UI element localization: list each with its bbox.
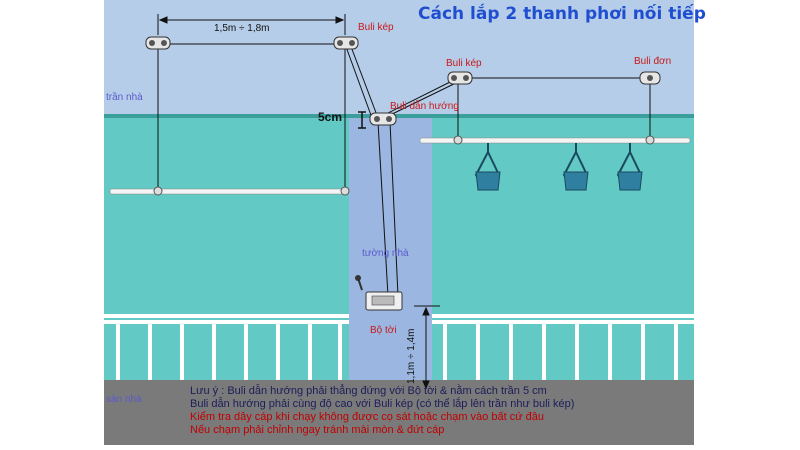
five-cm-marker [358, 111, 366, 129]
note-line-2: Buli dẫn hướng phải cùng độ cao với Buli… [190, 398, 575, 410]
bo-toi-label: Bộ tời [370, 325, 397, 336]
floor-area [104, 380, 694, 445]
buli-kep-right-label: Buli kép [446, 58, 482, 69]
left-balcony [104, 313, 349, 390]
right-railing [432, 314, 694, 380]
pulley-icon [447, 71, 473, 85]
cables [157, 43, 651, 297]
tran-nha-label: trần nhà [106, 92, 143, 103]
height-dimension [414, 305, 440, 390]
span-label: 1,5m ÷ 1,8m [214, 23, 270, 34]
pulley-icon [145, 36, 171, 50]
hanger-icon [616, 143, 643, 191]
buli-don-label: Buli đơn [634, 56, 672, 67]
right-balcony [432, 313, 694, 390]
winch-icon [355, 275, 403, 311]
hanger-icon [474, 143, 501, 191]
left-drying-bar [109, 186, 350, 196]
central-wall [349, 118, 432, 390]
pulley-icon [639, 71, 661, 85]
left-room-wall [104, 118, 349, 313]
buli-kep-left-label: Buli kép [358, 22, 394, 33]
left-railing [104, 314, 349, 380]
note-line-4: Nếu chạm phải chỉnh ngay tránh mài mòn &… [190, 424, 445, 436]
span-dimension [157, 14, 346, 35]
hanger-icon [562, 143, 589, 191]
buli-dan-huong-label: Buli dẫn hướng [390, 101, 459, 112]
note-line-3: Kiểm tra dây cáp khi chạy không được cọ … [190, 411, 544, 423]
diagram-title: Cách lắp 2 thanh phơi nối tiếp [418, 4, 706, 24]
height-label: 1,1m ÷ 1,4m [406, 328, 417, 384]
note-line-1: Lưu ý : Buli dẫn hướng phải thẳng đứng v… [190, 385, 547, 397]
pulley-icon [333, 36, 359, 50]
right-drying-bar [419, 135, 691, 145]
tuong-nha-label: tường nhà [362, 248, 409, 259]
san-nha-label: sàn nhà [106, 394, 142, 405]
right-room-wall [432, 118, 694, 313]
five-cm-label: 5cm [318, 110, 343, 124]
guide-pulley-icon [369, 112, 397, 126]
